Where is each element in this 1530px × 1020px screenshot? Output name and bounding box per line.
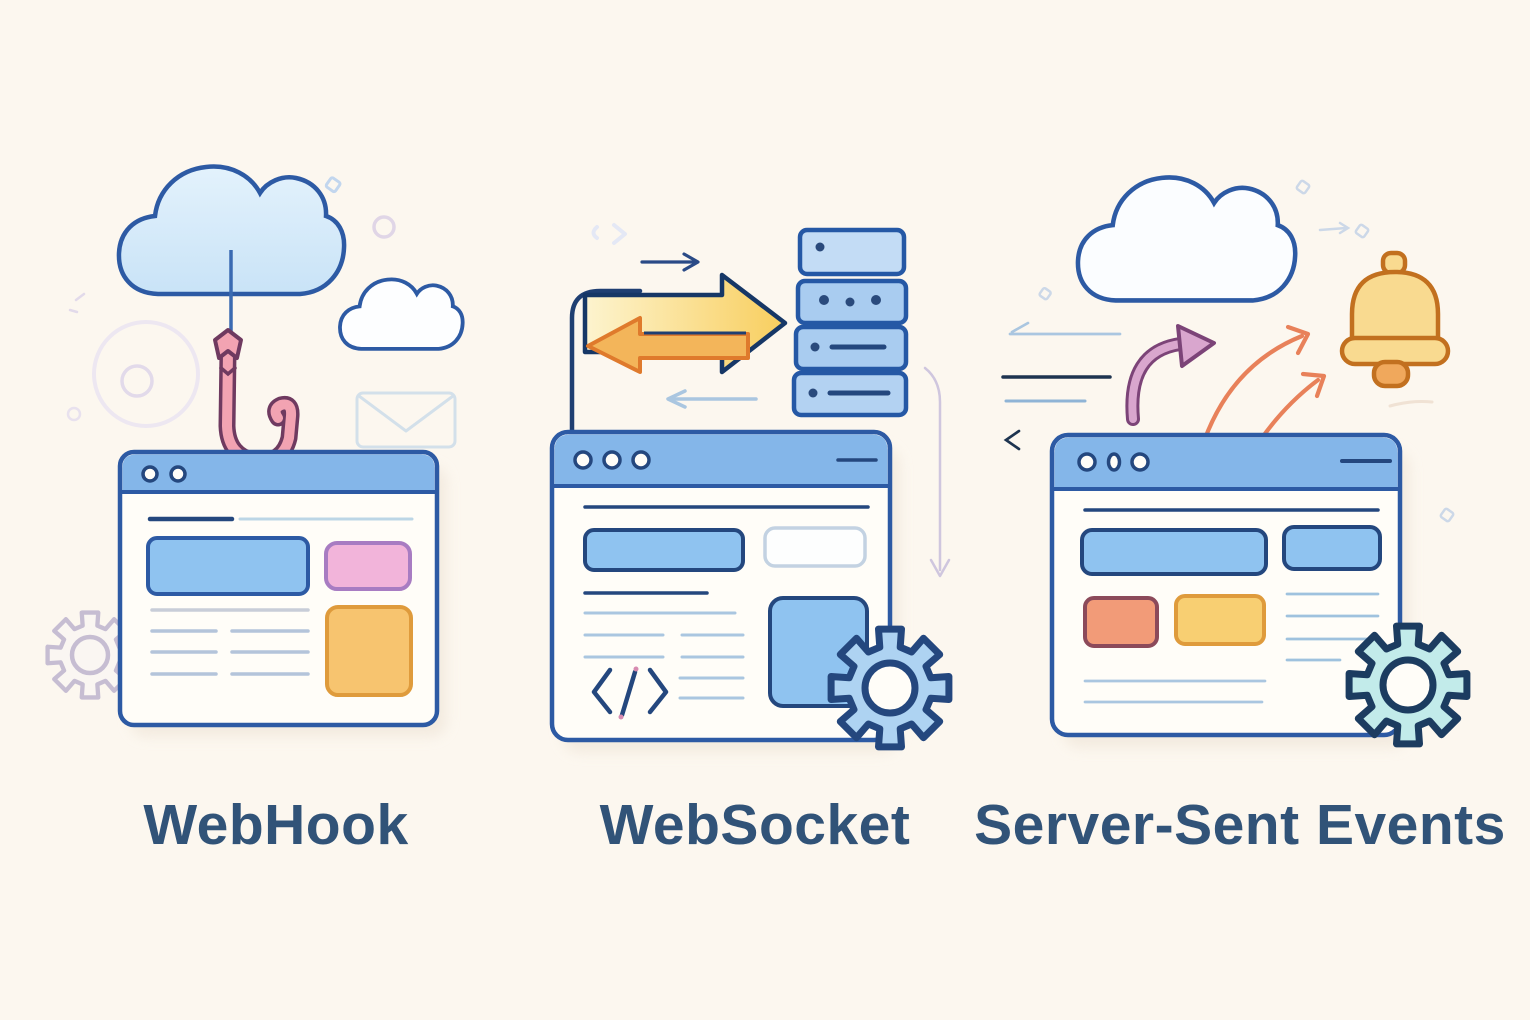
text-lines bbox=[1083, 592, 1380, 704]
websocket-label: WebSocket bbox=[599, 793, 911, 857]
panel-sse bbox=[1001, 177, 1467, 748]
code-tag-icon bbox=[591, 666, 669, 720]
envelope-icon bbox=[355, 391, 457, 449]
text-lines bbox=[583, 591, 745, 700]
panel-websocket bbox=[549, 223, 951, 753]
window-dots bbox=[1077, 452, 1150, 472]
small-cloud-icon bbox=[338, 277, 465, 351]
bidirectional-arrow-icon bbox=[582, 272, 788, 375]
server-sent-events-label: Server-Sent Events bbox=[974, 793, 1506, 857]
speed-lines bbox=[1001, 321, 1122, 451]
server-stack-icon bbox=[791, 227, 909, 418]
gear-icon bbox=[831, 629, 949, 747]
blue-card bbox=[1282, 525, 1382, 571]
browser-window-icon bbox=[117, 449, 447, 737]
fishing-hook-icon bbox=[213, 328, 300, 470]
down-arrow-icon bbox=[923, 366, 951, 578]
banner-block bbox=[146, 536, 310, 596]
return-arrow-icon bbox=[586, 316, 750, 374]
webhook-label: WebHook bbox=[143, 793, 409, 857]
doodle-shapes bbox=[66, 176, 396, 428]
response-arrow-icon bbox=[666, 389, 758, 409]
window-dots bbox=[141, 465, 187, 483]
pink-card bbox=[324, 541, 412, 591]
browser-window-icon bbox=[549, 429, 900, 753]
cloud-icon bbox=[1078, 177, 1295, 300]
bracket-line bbox=[569, 288, 643, 603]
browser-window-icon bbox=[1049, 432, 1410, 748]
bell-icon bbox=[1339, 250, 1451, 389]
gear-icon bbox=[1349, 626, 1467, 744]
curved-arrow-icon bbox=[1125, 324, 1216, 426]
banner-block bbox=[1080, 528, 1268, 576]
gear-outline-icon bbox=[48, 613, 133, 698]
panel-webhook bbox=[48, 167, 465, 737]
request-arrow-icon bbox=[640, 252, 700, 272]
salmon-card bbox=[1083, 596, 1159, 648]
orange-card bbox=[325, 605, 413, 697]
outline-card bbox=[763, 526, 867, 568]
window-dots bbox=[573, 450, 651, 470]
bell-clapper bbox=[1371, 359, 1411, 389]
banner-block bbox=[583, 528, 745, 572]
yellow-card bbox=[1174, 594, 1266, 646]
text-lines bbox=[147, 516, 414, 676]
doodle-code-marks bbox=[591, 223, 627, 245]
diamond-doodles bbox=[1038, 179, 1455, 523]
